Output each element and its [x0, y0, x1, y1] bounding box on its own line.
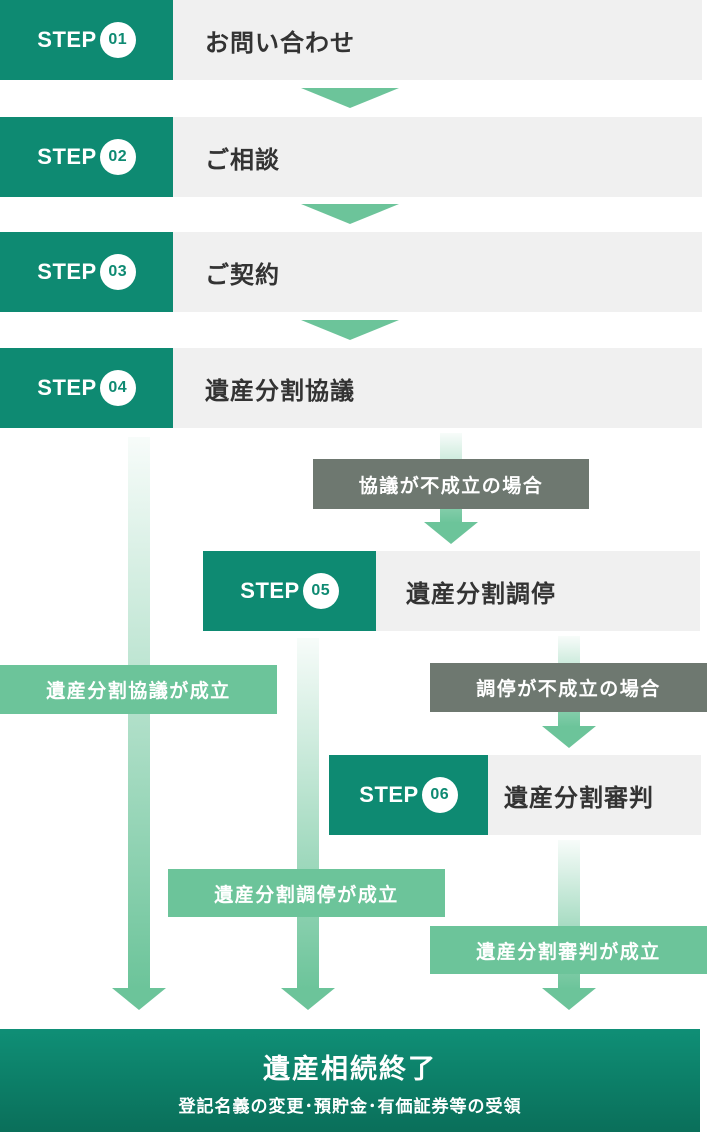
- step-03: STEP 03 ご契約: [0, 232, 702, 312]
- step-number: 01: [99, 22, 136, 58]
- arrow-down-icon: [542, 726, 596, 748]
- step-word: STEP: [359, 782, 419, 807]
- final-subtitle: 登記名義の変更･預貯金･有価証券等の受領: [178, 1097, 522, 1117]
- step-04-badge: STEP 04: [0, 348, 173, 428]
- arrow-shaft-chotei-success: [297, 638, 319, 989]
- step-02-badge: STEP 02: [0, 117, 173, 197]
- final-title: 遺産相続終了: [263, 1054, 437, 1085]
- step-03-title: ご契約: [173, 232, 702, 312]
- step-word: STEP: [37, 144, 97, 169]
- step-05-title: 遺産分割調停: [376, 551, 700, 631]
- step-01-badge: STEP 01: [0, 0, 173, 80]
- step-word: STEP: [37, 27, 97, 52]
- step-number: 02: [99, 139, 136, 175]
- step-04-title: 遺産分割協議: [173, 348, 702, 428]
- arrow-down-icon: [281, 988, 335, 1010]
- label-chotei-failed: 調停が不成立の場合: [430, 663, 707, 712]
- step-02: STEP 02 ご相談: [0, 117, 702, 197]
- arrow-down-icon: [542, 988, 596, 1010]
- final-box: 遺産相続終了 登記名義の変更･預貯金･有価証券等の受領: [0, 1029, 700, 1132]
- step-word: STEP: [37, 259, 97, 284]
- step-number: 06: [421, 777, 458, 813]
- step-word: STEP: [240, 578, 300, 603]
- label-kyogi-failed: 協議が不成立の場合: [313, 459, 589, 509]
- label-chotei-success: 遺産分割調停が成立: [168, 869, 445, 917]
- chevron-down-icon: [301, 320, 399, 340]
- step-number: 04: [99, 370, 136, 406]
- step-06-badge: STEP 06: [329, 755, 488, 835]
- step-03-badge: STEP 03: [0, 232, 173, 312]
- chevron-down-icon: [301, 88, 399, 108]
- step-05-badge: STEP 05: [203, 551, 376, 631]
- step-05: STEP 05 遺産分割調停: [203, 551, 700, 631]
- label-kyogi-success: 遺産分割協議が成立: [0, 665, 277, 714]
- arrow-down-icon: [112, 988, 166, 1010]
- step-01: STEP 01 お問い合わせ: [0, 0, 702, 80]
- arrow-down-icon: [424, 522, 478, 544]
- step-02-title: ご相談: [173, 117, 702, 197]
- step-04: STEP 04 遺産分割協議: [0, 348, 702, 428]
- step-06-title: 遺産分割審判: [488, 755, 701, 835]
- label-shinpan-success: 遺産分割審判が成立: [430, 926, 707, 974]
- chevron-down-icon: [301, 204, 399, 224]
- step-number: 05: [302, 573, 339, 609]
- step-number: 03: [99, 254, 136, 290]
- step-06: STEP 06 遺産分割審判: [329, 755, 701, 835]
- step-01-title: お問い合わせ: [173, 0, 702, 80]
- step-word: STEP: [37, 375, 97, 400]
